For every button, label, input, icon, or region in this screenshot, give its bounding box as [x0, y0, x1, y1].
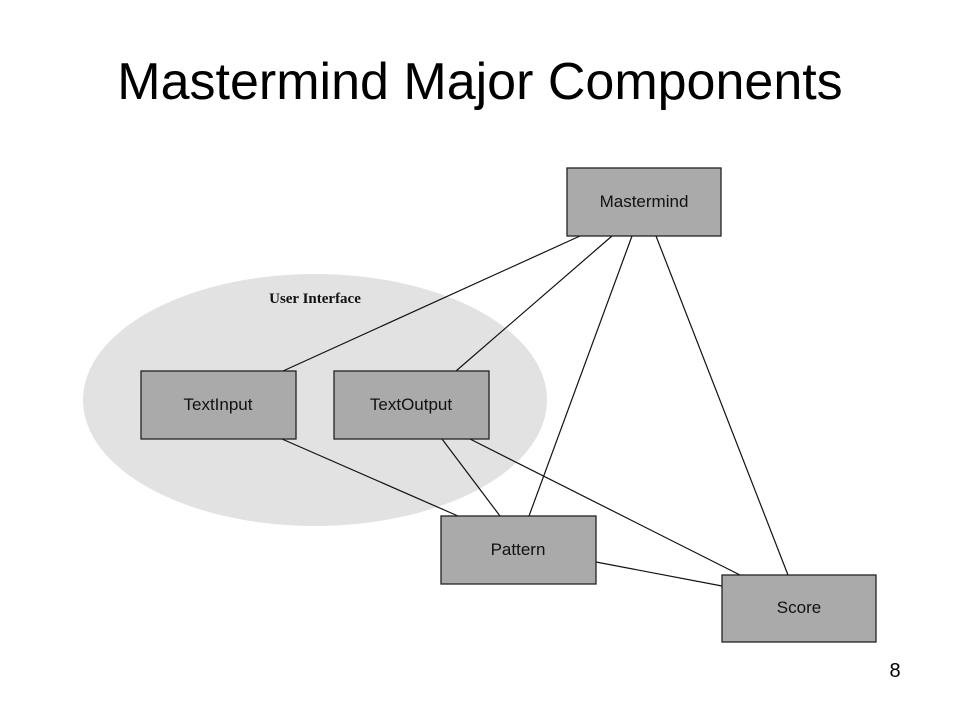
edge-textoutput-score — [469, 438, 741, 576]
node-textoutput-label: TextOutput — [370, 395, 452, 414]
page-number: 8 — [889, 660, 901, 682]
slide-title: Mastermind Major Components — [117, 53, 843, 111]
node-pattern: Pattern — [440, 515, 597, 585]
edge-textinput-pattern — [281, 438, 459, 517]
node-score-label: Score — [777, 598, 821, 617]
edge-textoutput-pattern — [441, 438, 501, 517]
user-interface-region — [83, 274, 547, 526]
edge-pattern-score — [595, 561, 723, 587]
node-textinput-label: TextInput — [184, 395, 253, 414]
edge-mastermind-pattern — [528, 235, 633, 517]
node-pattern-label: Pattern — [491, 540, 546, 559]
user-interface-label: User Interface — [269, 291, 361, 307]
edge-mastermind-score — [655, 235, 789, 576]
edge-mastermind-textoutput — [455, 235, 613, 372]
node-textoutput: TextOutput — [333, 370, 490, 440]
node-textinput: TextInput — [140, 370, 297, 440]
node-score: Score — [721, 574, 877, 643]
edge-mastermind-textinput — [282, 235, 581, 372]
node-mastermind: Mastermind — [566, 167, 722, 237]
node-mastermind-label: Mastermind — [600, 192, 689, 211]
